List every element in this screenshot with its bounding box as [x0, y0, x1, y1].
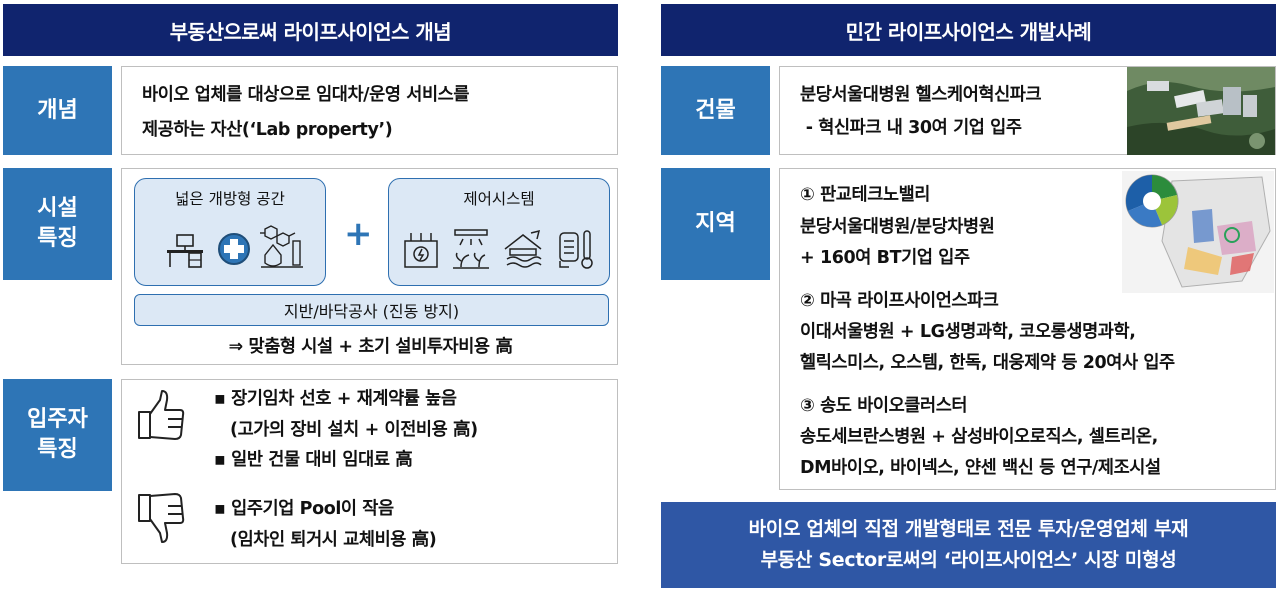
concept-tag-label: 개념	[37, 97, 78, 123]
tenant-tag-line-2: 특징	[37, 437, 78, 462]
footer-line-1: 바이오 업체의 직접 개발형태로 전문 투자/운영업체 부재	[748, 518, 1189, 540]
region-1-title: ① 판교테크노밸리	[800, 185, 931, 205]
region-2-line-2: 이대서울병원 + LG생명과학, 코오롱생명과학,	[800, 322, 1136, 342]
transformer-icon	[404, 233, 438, 268]
foundation-label: 지반/바닥공사 (진동 방지)	[283, 302, 460, 321]
region-3-line-3: DM바이오, 바이넥스, 얀센 백신 등 연구/제조시설	[800, 458, 1161, 478]
innovation-park-photo	[1127, 67, 1275, 155]
grow-light-icon	[453, 229, 489, 269]
facility-tag-line-1: 시설	[37, 196, 78, 221]
region-1-line-2: 분당서울대병원/분당차병원	[800, 217, 995, 237]
cluster-map-image	[1122, 171, 1274, 293]
medical-cross-icon	[218, 233, 250, 265]
tenant-pro-1: ▪ 장기임차 선호 + 재계약률 높음	[214, 389, 457, 409]
building-tag-label: 건물	[695, 97, 736, 123]
tenant-pro-3: ▪ 일반 건물 대비 임대료 高	[214, 450, 413, 470]
footer-line-2: 부동산 Sector로써의 ‘라이프사이언스’ 시장 미형성	[760, 549, 1177, 571]
right-header: 민간 라이프사이언스 개발사례	[661, 4, 1276, 56]
open-space-card: 넓은 개방형 공간	[134, 178, 326, 286]
desk-icon	[167, 234, 203, 268]
concept-box: 바이오 업체를 대상으로 임대차/운영 서비스를 제공하는 자산(‘Lab pr…	[121, 66, 618, 155]
building-tag: 건물	[661, 66, 770, 155]
facility-tag: 시설 특징	[3, 168, 112, 280]
building-box: 분당서울대병원 헬스케어혁신파크 - 혁신파크 내 30여 기업 입주	[779, 66, 1276, 155]
plus-sign: +	[344, 214, 373, 254]
building-line-2: - 혁신파크 내 30여 기업 입주	[800, 118, 1022, 138]
building-line-1: 분당서울대병원 헬스케어혁신파크	[800, 85, 1042, 105]
tenant-box: ▪ 장기임차 선호 + 재계약률 높음 (고가의 장비 설치 + 이전비용 高)…	[121, 379, 618, 564]
tenant-tag-line-1: 입주자	[27, 407, 88, 432]
control-system-title: 제어시스템	[463, 190, 535, 208]
concept-tag: 개념	[3, 66, 112, 155]
region-2-title: ② 마곡 라이프사이언스파크	[800, 291, 999, 311]
house-climate-icon	[504, 229, 542, 268]
thumbs-up-icon	[138, 390, 185, 440]
facility-tag-line-2: 특징	[37, 226, 78, 251]
right-footer: 바이오 업체의 직접 개발형태로 전문 투자/운영업체 부재 부동산 Secto…	[661, 502, 1276, 588]
region-tag-label: 지역	[695, 211, 736, 236]
region-1-line-3: + 160여 BT기업 입주	[800, 248, 970, 268]
foundation-bar: 지반/바닥공사 (진동 방지)	[134, 294, 609, 326]
region-3-line-2: 송도세브란스병원 + 삼성바이오로직스, 셀트리온,	[800, 427, 1158, 447]
facility-box: 넓은 개방형 공간 + 제어시스템	[121, 168, 618, 365]
concept-line-2: 제공하는 자산(‘Lab property’)	[142, 120, 393, 140]
region-tag: 지역	[661, 168, 770, 280]
tenant-con-1: ▪ 입주기업 Pool이 작음	[214, 499, 394, 519]
thermostat-icon	[559, 230, 593, 269]
concept-line-1: 바이오 업체를 대상으로 임대차/운영 서비스를	[142, 85, 470, 105]
region-3-title: ③ 송도 바이오클러스터	[800, 396, 968, 416]
tenant-pro-2: (고가의 장비 설치 + 이전비용 高)	[230, 420, 478, 440]
left-header: 부동산으로써 라이프사이언스 개념	[3, 4, 618, 56]
molecule-flask-icon	[260, 225, 303, 268]
facility-summary: ⇒ 맞춤형 시설 + 초기 설비투자비용 高	[228, 337, 513, 357]
open-space-title: 넓은 개방형 공간	[175, 190, 285, 208]
thumbs-down-icon	[138, 493, 185, 543]
tenant-con-2: (임차인 퇴거시 교체비용 高)	[230, 530, 437, 550]
region-2-line-3: 헬릭스미스, 오스템, 한독, 대웅제약 등 20여사 입주	[800, 353, 1175, 373]
control-system-card: 제어시스템	[388, 178, 610, 286]
tenant-tag: 입주자 특징	[3, 379, 112, 491]
region-box: ① 판교테크노밸리 분당서울대병원/분당차병원 + 160여 BT기업 입주 ②…	[779, 168, 1276, 490]
